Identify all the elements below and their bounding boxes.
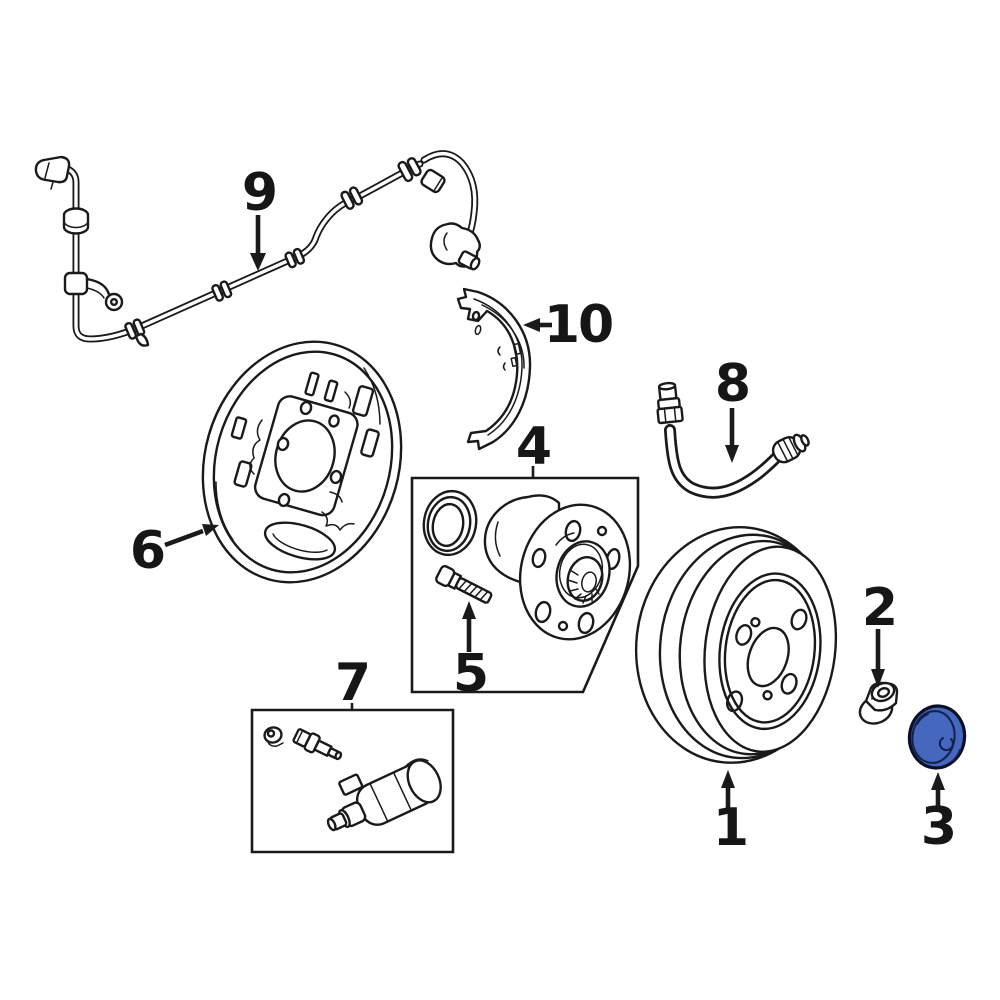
callout-4[interactable]: 4 (515, 417, 552, 477)
callout-5[interactable]: 5 (452, 644, 489, 704)
callout-7[interactable]: 7 (334, 653, 371, 713)
callout-8[interactable]: 8 (714, 354, 751, 414)
grease-cap-body (907, 704, 967, 770)
callout-3[interactable]: 3 (920, 797, 957, 857)
callout-1[interactable]: 1 (712, 798, 749, 858)
callout-9[interactable]: 9 (241, 163, 278, 223)
part-brake-hose[interactable] (655, 381, 813, 499)
part-brake-shoe[interactable] (456, 287, 532, 451)
hub-box (410, 476, 640, 694)
part-grease-cap[interactable] (905, 702, 968, 771)
callout-6[interactable]: 6 (129, 521, 166, 581)
part-brake-drum[interactable] (623, 516, 849, 774)
part-hub-bearing-assembly[interactable] (410, 476, 644, 694)
part-abs-wheel-speed-sensor[interactable] (34, 150, 481, 347)
callout-10[interactable]: 10 (543, 295, 614, 355)
harness-connector (34, 155, 71, 184)
part-hub-bolt[interactable] (435, 564, 494, 607)
harness-grommet (62, 207, 90, 235)
part-wheel-cylinder-kit[interactable] (250, 708, 455, 854)
part-spindle-nut[interactable] (856, 680, 899, 728)
wheel-cylinder-box (250, 708, 455, 854)
callout-2[interactable]: 2 (861, 578, 898, 638)
callout-arrows (164, 215, 945, 810)
part-brake-backing-plate[interactable] (175, 318, 429, 606)
